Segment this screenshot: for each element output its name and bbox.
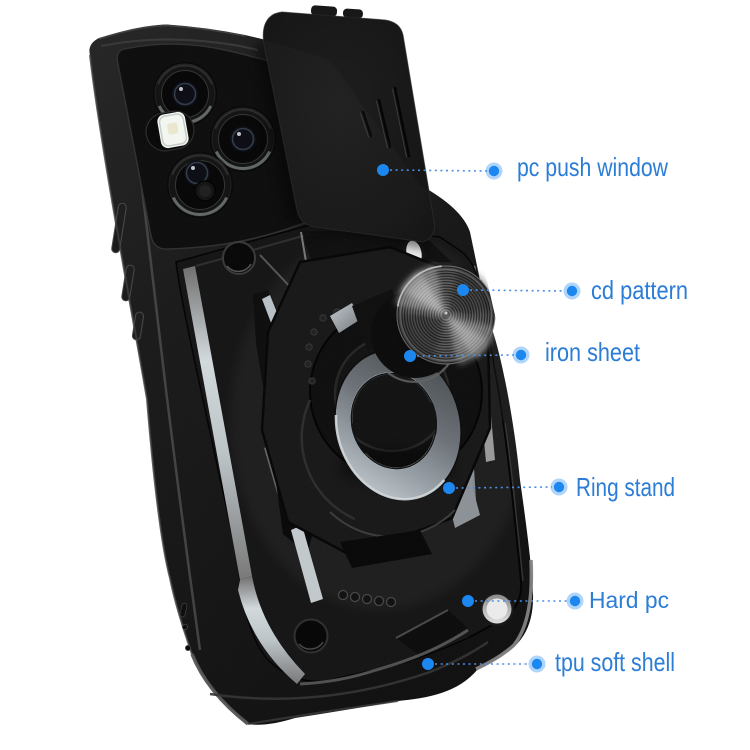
svg-text:Ring stand: Ring stand (576, 472, 675, 502)
svg-text:cd pattern: cd pattern (591, 275, 688, 305)
svg-text:tpu soft shell: tpu soft shell (555, 647, 675, 677)
svg-text:pc push window: pc push window (517, 152, 668, 182)
svg-text:iron sheet: iron sheet (545, 337, 641, 367)
svg-text:Hard pc: Hard pc (589, 587, 669, 613)
